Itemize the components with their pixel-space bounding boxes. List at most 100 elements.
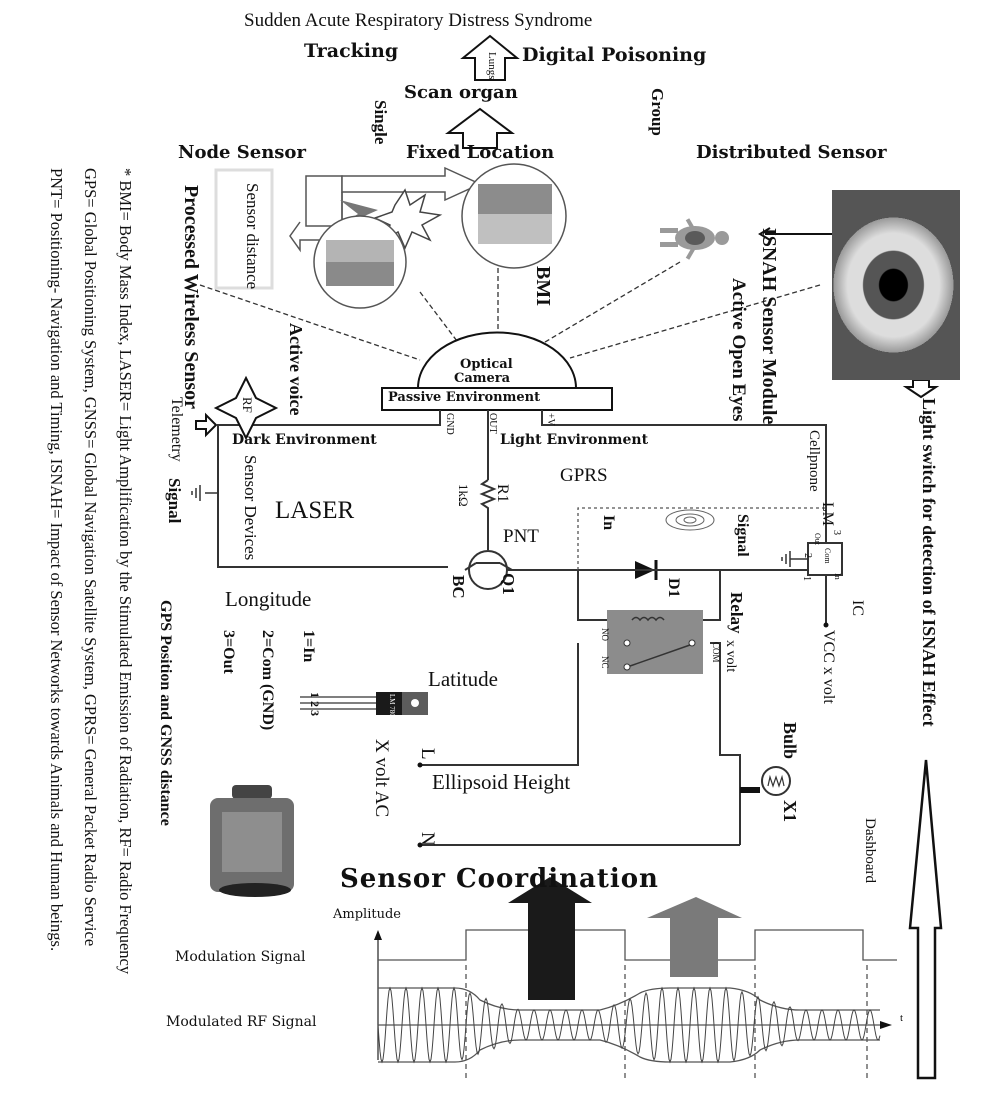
cellphone-label: Cellpnone xyxy=(806,430,822,492)
regulator-lm7805 xyxy=(300,692,428,715)
ic-pin1-label: 1 xyxy=(801,576,812,581)
ic-out-pin-label: Out xyxy=(813,533,822,545)
rf-label: RF xyxy=(240,397,255,413)
pnt-label: PNT xyxy=(503,526,539,547)
regulator-label: LM 7805 xyxy=(388,694,396,721)
sensor-distance-box xyxy=(214,168,274,290)
t-axis-label: t xyxy=(900,1012,904,1024)
bc-label: BC xyxy=(449,575,468,599)
plus-v-pin-label: +V xyxy=(545,413,556,426)
footnote-line-2: GPS= Global Positioning System, GNSS= Gl… xyxy=(81,168,100,947)
node-sensor-label: Node Sensor xyxy=(178,142,306,163)
longitude-label: Longitude xyxy=(225,587,312,611)
bulb-label: Bulb xyxy=(780,722,800,760)
eye-photo xyxy=(832,190,960,380)
relay-no-label: NO xyxy=(600,628,610,641)
group-label: Group xyxy=(648,88,667,136)
bottle-image xyxy=(210,785,294,897)
sensor-coordination-title: Sensor Coordination xyxy=(340,864,659,894)
light-switch-arrow-icon xyxy=(902,379,940,399)
passive-environment-label: Passive Environment xyxy=(388,390,541,405)
active-voice-label: Active voice xyxy=(286,323,306,416)
ic-in-pin-label: In xyxy=(833,573,842,580)
pins-legend-2: 2=Com (GND) xyxy=(259,630,276,731)
n-terminal-label: N xyxy=(417,832,438,846)
bmi-label: BMI xyxy=(532,266,554,306)
passive-environment-box xyxy=(381,387,613,411)
scan-organ-label: Scan organ xyxy=(404,82,518,103)
black-up-arrow-icon xyxy=(508,877,592,1000)
x1-label: X1 xyxy=(780,800,800,822)
footnote-line-1: * BMI= Body Mass Index, LASER= Light Amp… xyxy=(116,168,135,975)
scan-arrow-icon xyxy=(445,107,515,149)
ellipsoid-height-label: Ellipsoid Height xyxy=(432,770,571,794)
gps-position-label: GPS Position and GNSS distance xyxy=(157,600,174,826)
latitude-label: Latitude xyxy=(428,667,498,691)
r1-value-label: 1kΩ xyxy=(456,484,471,507)
dashboard-label: Dashboard xyxy=(862,818,878,883)
ic-label: IC xyxy=(849,600,866,616)
digital-poisoning-label: Digital Poisoning xyxy=(522,44,707,66)
sensor-devices-label: Sensor Devices xyxy=(241,455,260,561)
signal-waves-icon xyxy=(665,509,715,531)
tracking-label: Tracking xyxy=(304,40,399,62)
out-pin-label: OUT xyxy=(487,413,498,434)
relay-box xyxy=(607,610,703,674)
lm-label: LM xyxy=(819,502,836,526)
in-label: In xyxy=(600,515,617,531)
syndrome-title: Sudden Acute Respiratory Distress Syndro… xyxy=(244,10,593,31)
l-terminal-label: L xyxy=(417,748,438,760)
light-environment-label: Light Environment xyxy=(500,432,649,448)
flow-arrow-icon xyxy=(341,166,482,202)
active-open-eyes-label: Active Open Eyes xyxy=(728,278,749,422)
pins-legend-3: 3=Out xyxy=(220,630,237,674)
lungs-label: Lungs xyxy=(486,52,498,80)
footnote-line-3: PNT= Positioning- Navigation and Timing,… xyxy=(47,168,66,952)
vcc-label: VCC x volt xyxy=(820,630,837,704)
telemetry-label: Telemetry xyxy=(168,397,185,462)
light-switch-label: Light switch for detection of ISNAH Effe… xyxy=(919,398,939,727)
dark-environment-label: Dark Environment xyxy=(232,432,377,448)
regulator-pins-label: 1 2 3 xyxy=(308,692,322,716)
processed-wireless-sensor-label: Processed Wireless Sensor xyxy=(180,185,202,410)
isnah-module-label: ISNAH Sensor Module xyxy=(758,228,780,425)
single-label: Single xyxy=(371,100,390,145)
telemetry-signal-label: Signal xyxy=(165,478,184,524)
optical-label: Optical xyxy=(460,357,513,372)
modulation-signal-label: Modulation Signal xyxy=(175,949,306,965)
rf-star-icon xyxy=(213,375,279,441)
d1-label: D1 xyxy=(665,578,682,598)
relay-nc-label: NC xyxy=(600,656,610,669)
ic-pin3-label: 3 xyxy=(831,530,842,535)
telemetry-arrow-icon xyxy=(195,412,218,438)
pointer-arrow-icon xyxy=(758,227,771,241)
laser-label: LASER xyxy=(275,497,355,524)
pins-legend-1: 1=In xyxy=(300,630,317,663)
resistor-r1 xyxy=(479,479,497,550)
gprs-label: GPRS xyxy=(560,465,608,486)
relay-com-label: COM xyxy=(711,642,721,663)
ground-symbol-ic xyxy=(781,551,791,567)
q1-label: Q1 xyxy=(499,573,518,595)
rf-envelope-bottom xyxy=(378,1039,880,1063)
gray-up-arrow-icon xyxy=(647,897,742,977)
lungs-arrow-icon xyxy=(460,34,520,81)
flow-table xyxy=(305,175,343,227)
ic-pin2-label: 2 xyxy=(802,553,813,558)
signal-label: Signal xyxy=(734,514,751,557)
gnd-pin-label: GND xyxy=(444,413,455,435)
rf-carrier-wave xyxy=(377,986,881,1064)
bulb-icon xyxy=(761,766,791,796)
sensor-distance-label: Sensor distance xyxy=(243,183,262,290)
r1-label: R1 xyxy=(494,484,511,503)
amplitude-label: Amplitude xyxy=(333,907,401,922)
camera-label: Camera xyxy=(454,371,511,386)
ic-com-pin-label: Com xyxy=(823,548,832,564)
fixed-location-label: Fixed Location xyxy=(406,142,555,163)
human-body-icon xyxy=(660,218,729,260)
ground-symbol-left xyxy=(191,485,201,501)
dashboard-arrow-icon xyxy=(908,759,943,1080)
modulation-signal-line xyxy=(378,929,897,961)
distributed-sensor-label: Distributed Sensor xyxy=(696,142,887,163)
